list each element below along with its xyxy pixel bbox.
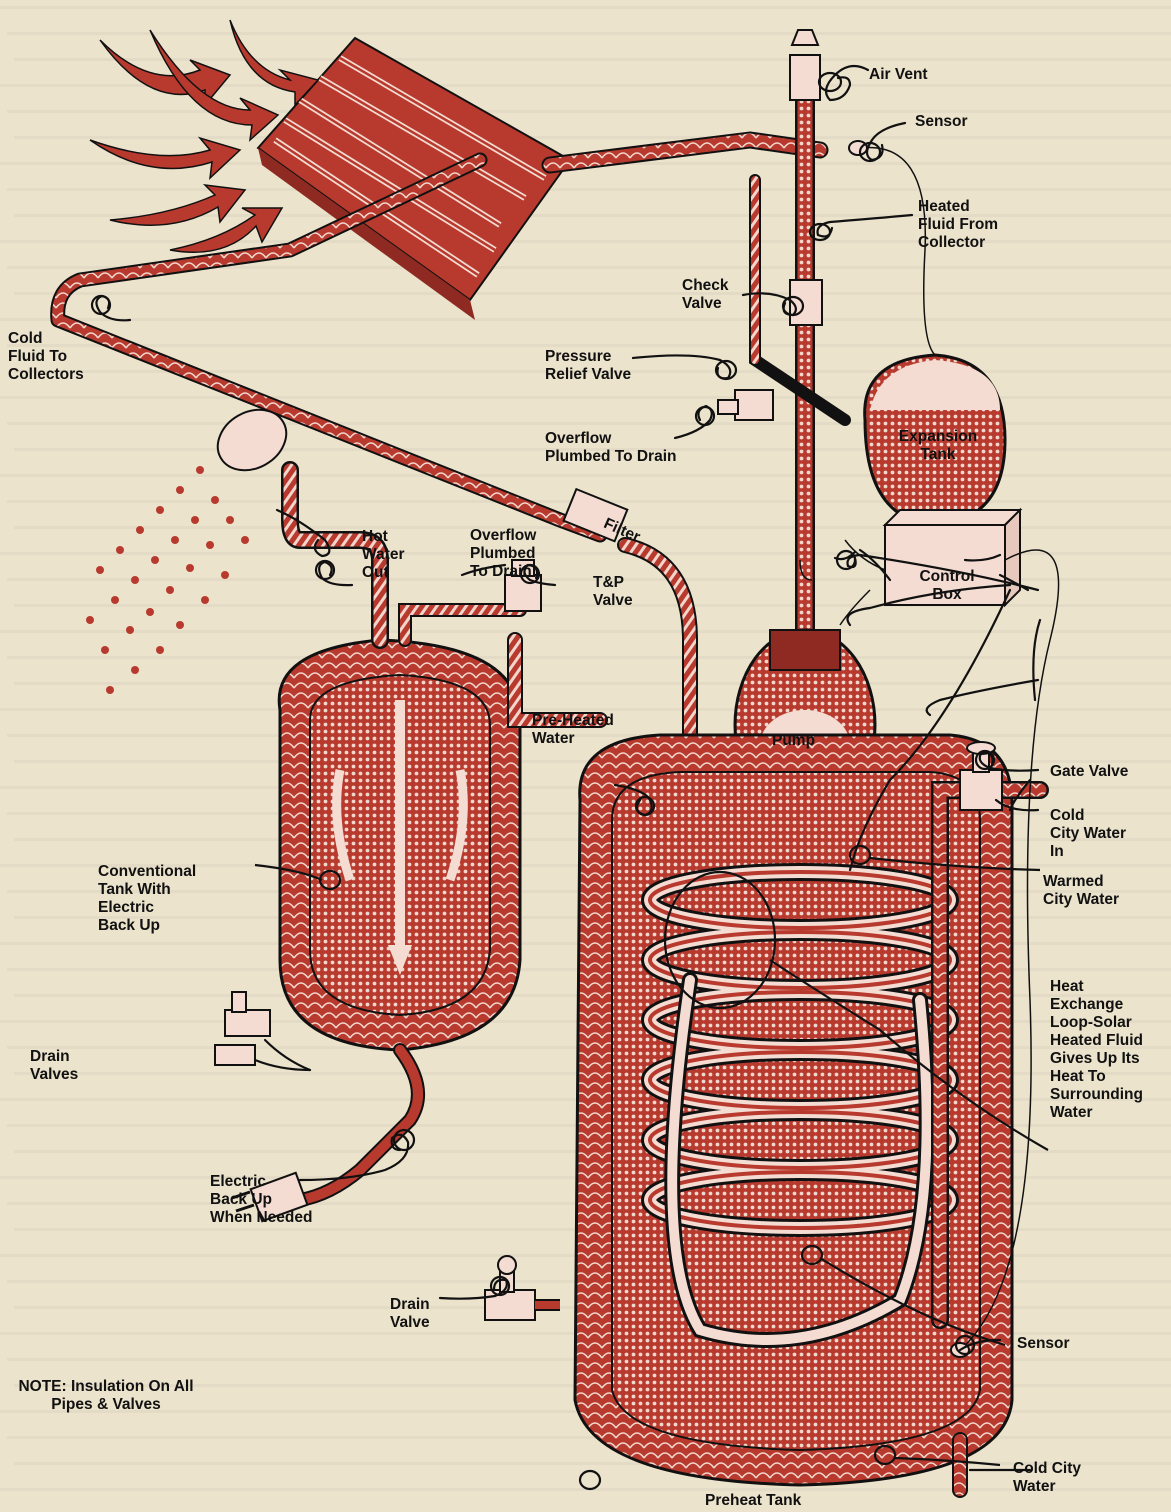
label-drain-valves: Drain Valves <box>30 1048 78 1084</box>
label-cold-city-water: Cold City Water <box>1013 1460 1081 1496</box>
label-expansion-tank: Expansion Tank <box>898 428 978 464</box>
label-drain-valve: Drain Valve <box>390 1296 430 1332</box>
label-tp-valve: T&P Valve <box>593 574 633 610</box>
label-pressure-relief: Pressure Relief Valve <box>545 348 631 384</box>
supply-stack <box>755 100 845 640</box>
drain-valves-left <box>215 992 270 1065</box>
label-overflow-left: Overflow Plumbed To Drain <box>470 527 536 581</box>
label-check-valve: Check Valve <box>682 277 729 313</box>
pressure-relief-valve <box>718 390 773 420</box>
check-valve <box>790 280 822 325</box>
label-control-box: Control Box <box>897 568 997 604</box>
drain-valve-bottom <box>485 1256 560 1320</box>
label-pump: Pump <box>772 732 815 750</box>
label-sensor-top: Sensor <box>915 113 968 131</box>
label-cold-fluid: Cold Fluid To Collectors <box>8 330 84 384</box>
label-overflow-top: Overflow Plumbed To Drain <box>545 430 676 466</box>
label-heated-fluid: Heated Fluid From Collector <box>918 198 998 252</box>
label-note: NOTE: Insulation On All Pipes & Valves <box>0 1378 212 1414</box>
label-electric-backup: Electric Back Up When Needed <box>210 1173 312 1227</box>
label-gate-valve: Gate Valve <box>1050 763 1128 781</box>
electric-backup-cord <box>300 1050 418 1200</box>
label-conventional-tank: Conventional Tank With Electric Back Up <box>98 863 196 935</box>
label-warmed-city: Warmed City Water <box>1043 873 1119 909</box>
label-sensor-bottom: Sensor <box>1017 1335 1070 1353</box>
label-hot-water-out: Hot Water Out <box>362 528 405 582</box>
air-vent-valve <box>790 30 820 100</box>
conventional-tank <box>279 640 520 1050</box>
shower-head <box>86 398 297 694</box>
label-heat-exchange: Heat Exchange Loop-Solar Heated Fluid Gi… <box>1050 978 1143 1122</box>
label-pre-heated: Pre-Heated Water <box>532 712 614 748</box>
pre-heated-water-pipe <box>515 640 600 720</box>
label-cold-city-in: Cold City Water In <box>1050 807 1126 861</box>
label-preheat-tank: Preheat Tank <box>705 1492 801 1510</box>
label-air-vent: Air Vent <box>869 66 928 84</box>
